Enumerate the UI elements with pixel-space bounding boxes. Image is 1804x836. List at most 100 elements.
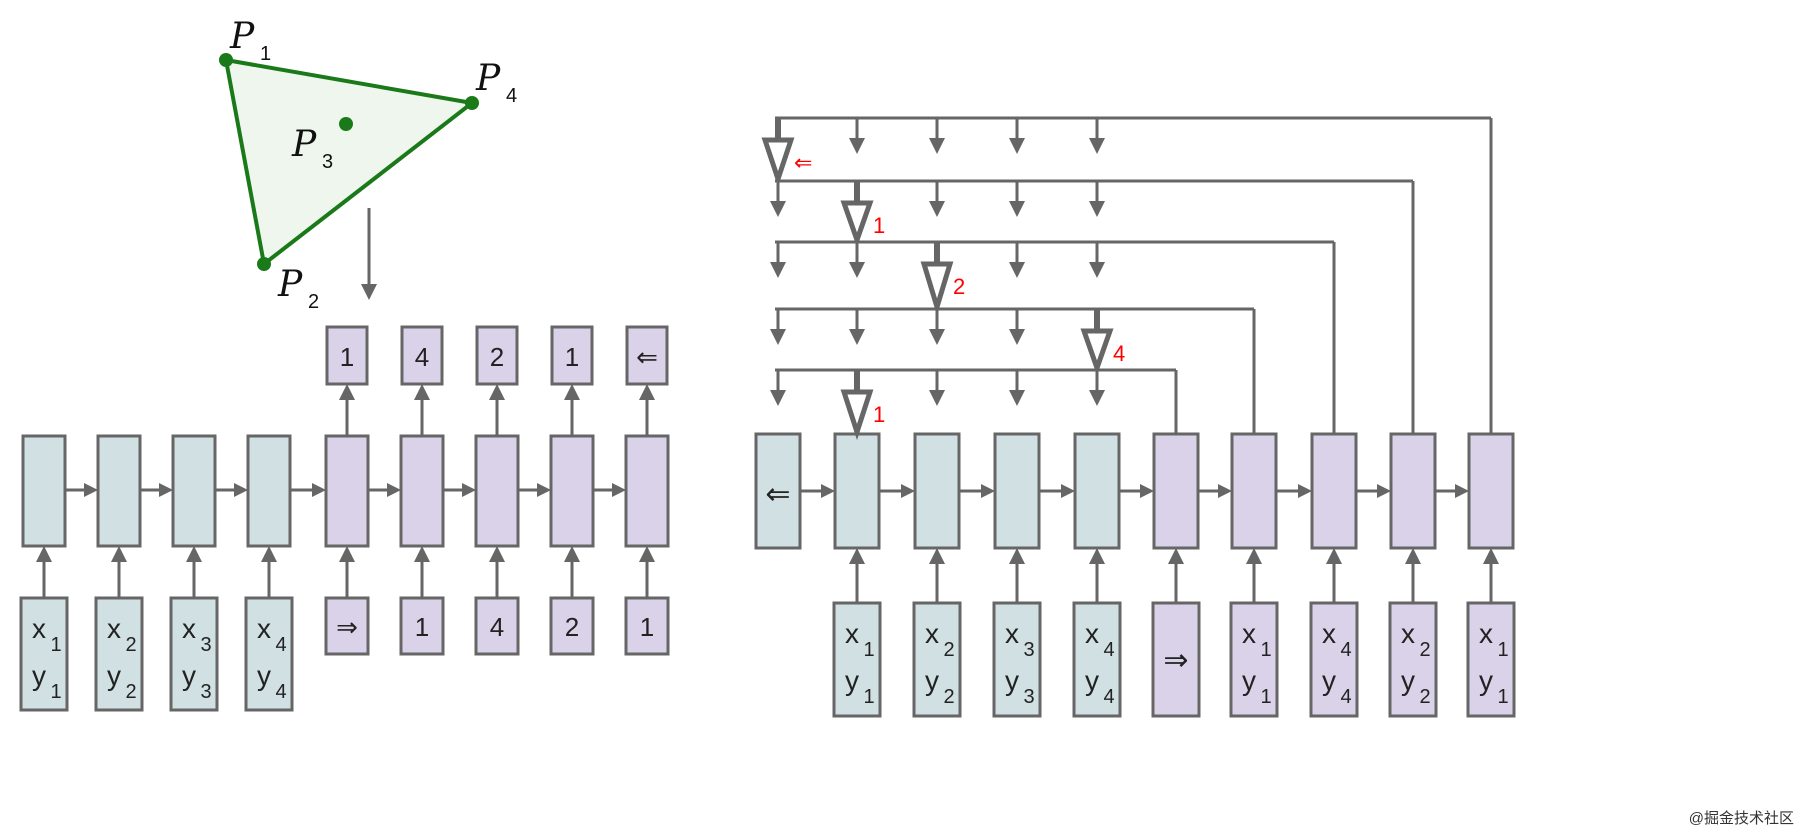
pointer-label: 2 — [953, 274, 965, 299]
input-arrow-head — [186, 546, 202, 562]
pointer-label: 1 — [873, 213, 885, 238]
input-arrow-head — [1009, 548, 1025, 564]
decoder-start-input-box — [1151, 601, 1201, 718]
decoder-start-label: ⇒ — [1163, 644, 1188, 677]
y-label: y — [845, 665, 859, 696]
attention-arrow-head — [770, 329, 786, 345]
attention-step-4: 4 — [770, 307, 1256, 434]
recurrent-arrow-head — [1298, 484, 1312, 498]
output-arrow-head — [564, 384, 580, 400]
decoder-input-box — [1309, 601, 1359, 718]
attention-arrow-head — [1009, 390, 1025, 406]
decoder-cell — [474, 434, 520, 548]
x-subscript: 2 — [125, 634, 136, 656]
decoder-input-label: 1 — [415, 612, 429, 642]
x-label: x — [257, 613, 271, 644]
encoder-input-box — [992, 601, 1042, 718]
x-label: x — [1085, 618, 1099, 649]
recurrent-arrow-head — [159, 483, 173, 497]
decoder-input-box — [1229, 601, 1279, 718]
x-subscript: 1 — [1497, 639, 1508, 661]
x-subscript: 1 — [50, 634, 61, 656]
decoder-cell — [1230, 432, 1278, 550]
decoder-input-label: ⇒ — [336, 612, 358, 642]
recurrent-arrow-head — [981, 484, 995, 498]
x-subscript: 3 — [200, 634, 211, 656]
y-subscript: 4 — [275, 681, 286, 703]
point-subscript-p3: 3 — [322, 151, 333, 173]
attention-arrow-head — [770, 262, 786, 278]
x-subscript: 4 — [275, 634, 286, 656]
attention-step-5: 1 — [770, 368, 1178, 441]
encoder-input-box — [912, 601, 962, 718]
x-subscript: 3 — [1023, 639, 1034, 661]
y-label: y — [107, 660, 121, 691]
input-arrow-head — [339, 546, 355, 562]
watermark: @掘金技术社区 — [1688, 810, 1794, 827]
y-subscript: 1 — [1497, 686, 1508, 708]
y-label: y — [1242, 665, 1256, 696]
pointer-selected-arrow — [840, 200, 874, 248]
attention-arrow-head — [1089, 138, 1105, 154]
y-label: y — [1005, 665, 1019, 696]
attention-arrow-head — [849, 262, 865, 278]
start-cell-label: ⇐ — [765, 478, 790, 511]
output-box — [475, 325, 519, 386]
input-arrow-head — [564, 546, 580, 562]
y-subscript: 4 — [1103, 686, 1114, 708]
decoder-cell — [324, 434, 370, 548]
output-box — [325, 325, 369, 386]
x-label: x — [845, 618, 859, 649]
decoder-input-box — [549, 596, 595, 656]
point-subscript-p2: 2 — [308, 291, 319, 313]
encoder-cell — [1073, 432, 1121, 550]
input-arrow-head — [489, 546, 505, 562]
y-subscript: 2 — [943, 686, 954, 708]
encoder-cell — [993, 432, 1041, 550]
recurrent-arrow-head — [1377, 484, 1391, 498]
point-p1 — [219, 53, 233, 67]
attention-arrow-head — [1089, 390, 1105, 406]
output-arrow-head — [339, 384, 355, 400]
attention-arrow-head — [1009, 201, 1025, 217]
output-label: 2 — [490, 342, 504, 372]
y-subscript: 2 — [125, 681, 136, 703]
encoder-input-box — [1072, 601, 1122, 718]
y-subscript: 1 — [50, 681, 61, 703]
recurrent-arrow-head — [1140, 484, 1154, 498]
y-subscript: 1 — [1260, 686, 1271, 708]
recurrent-arrow-head — [612, 483, 626, 497]
recurrent-arrow-head — [84, 483, 98, 497]
encoder-input-box — [94, 596, 144, 712]
output-arrow-head — [489, 384, 505, 400]
decoder-input-label: 2 — [565, 612, 579, 642]
point-subscript-p1: 1 — [260, 43, 271, 65]
recurrent-arrow-head — [821, 484, 835, 498]
x-subscript: 4 — [1103, 639, 1114, 661]
recurrent-arrow-head — [387, 483, 401, 497]
recurrent-arrow-head — [1455, 484, 1469, 498]
x-label: x — [182, 613, 196, 644]
pointer-selected-arrow — [1080, 328, 1114, 376]
point-label-p3: P — [291, 124, 317, 165]
encoder-input-box — [19, 596, 69, 712]
pointer-label: ⇐ — [794, 150, 812, 175]
output-label: 1 — [340, 342, 354, 372]
y-label: y — [32, 660, 46, 691]
attention-arrow-head — [770, 201, 786, 217]
y-label: y — [925, 665, 939, 696]
output-label: 1 — [565, 342, 579, 372]
y-label: y — [257, 660, 271, 691]
decoder-cell — [399, 434, 445, 548]
encoder-cell — [246, 434, 292, 548]
x-subscript: 2 — [1419, 639, 1430, 661]
x-subscript: 1 — [1260, 639, 1271, 661]
attention-arrow-head — [1009, 138, 1025, 154]
y-subscript: 4 — [1340, 686, 1351, 708]
encoder-input-box — [244, 596, 294, 712]
x-label: x — [1005, 618, 1019, 649]
output-box — [550, 325, 594, 386]
